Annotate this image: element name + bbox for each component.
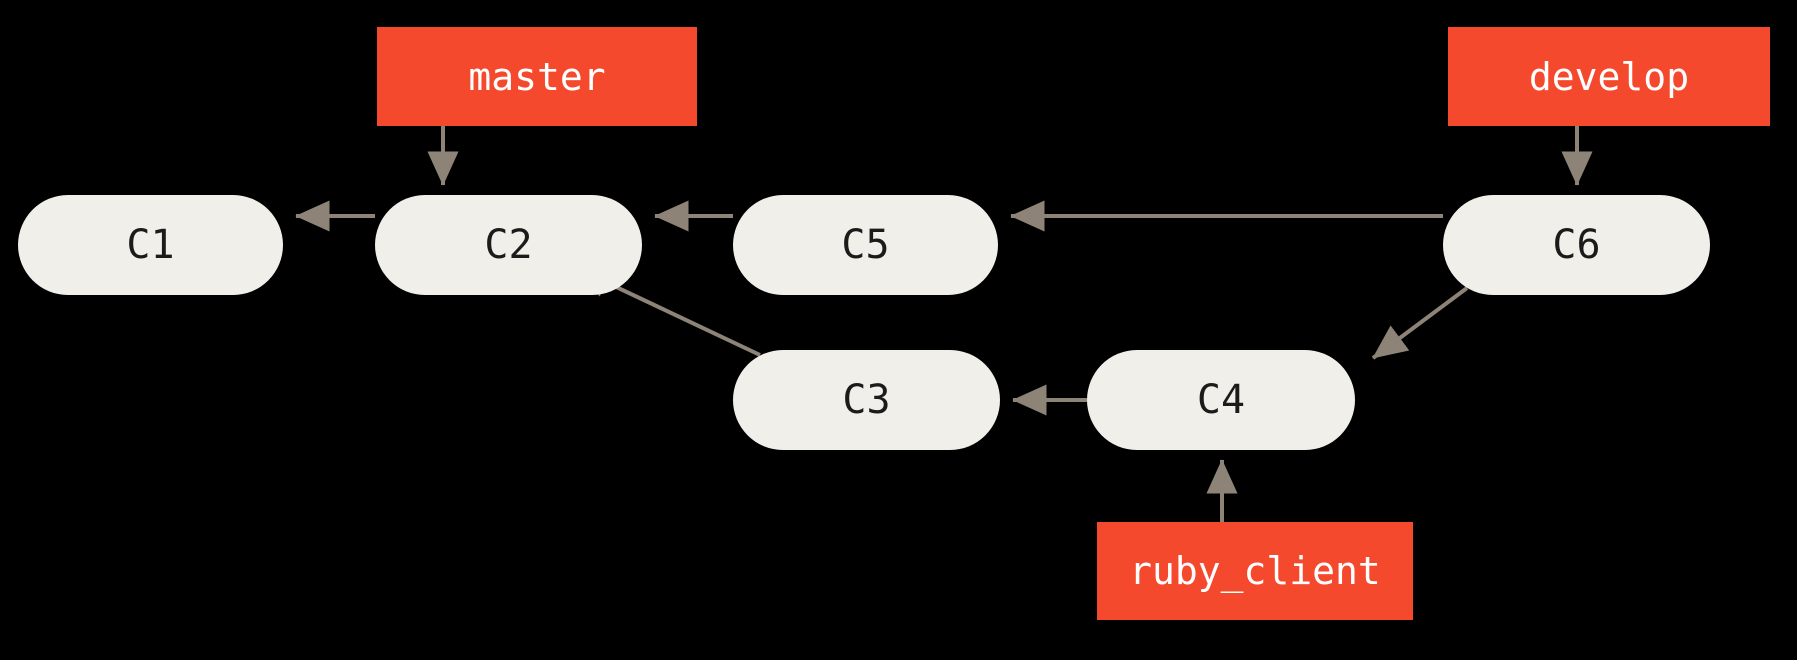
commit-node-c1[interactable]: C1 [18,195,283,295]
commit-node-c4[interactable]: C4 [1087,350,1355,450]
edge-c6-to-c4 [1371,286,1469,360]
commit-label-c3: C3 [842,377,891,423]
branch-box-ruby-client[interactable]: ruby_client [1097,522,1413,620]
branch-box-develop[interactable]: develop [1448,27,1770,126]
commit-label-c6: C6 [1552,222,1601,268]
commit-node-c3[interactable]: C3 [733,350,1000,450]
commit-node-c2[interactable]: C2 [375,195,642,295]
commit-label-c1: C1 [126,222,175,268]
commit-node-c5[interactable]: C5 [733,195,998,295]
branch-label-ruby-client: ruby_client [1129,549,1381,593]
branch-label-develop: develop [1528,54,1690,99]
commit-label-c4: C4 [1196,377,1246,423]
branch-label-master: master [468,54,606,99]
commit-label-c5: C5 [841,222,890,268]
commit-node-c6[interactable]: C6 [1443,195,1710,295]
commit-label-c2: C2 [484,222,533,268]
branch-box-master[interactable]: master [377,27,697,126]
